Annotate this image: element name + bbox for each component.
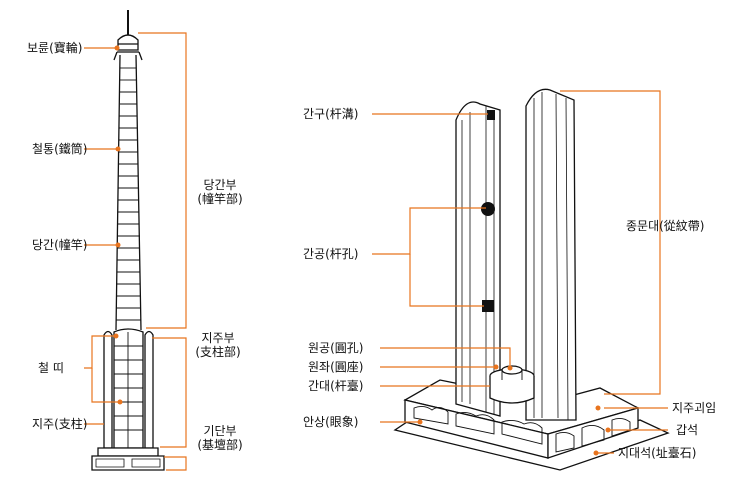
label-gangong: 간공(杆孔) — [303, 247, 359, 261]
right-leader-lines — [372, 90, 668, 454]
label-jijugoeim: 지주괴임 — [672, 401, 717, 415]
label-gandae: 간대(杆臺) — [308, 379, 364, 393]
label-boryun: 보륜(寶輪) — [27, 41, 83, 55]
label-danggan: 당간(幢竿) — [32, 238, 88, 252]
right-pillar-holes — [481, 110, 495, 312]
label-cheolti: 철 띠 — [38, 361, 64, 375]
label-jijubu-line1: 지주부 — [201, 331, 235, 345]
label-wongong: 원공(圓孔) — [308, 341, 364, 355]
label-cheoltong: 철통(鐵筒) — [32, 142, 88, 156]
label-dangganbu-line1: 당간부 — [203, 178, 237, 192]
label-jijubu: 지주부 (支柱部) — [188, 331, 248, 359]
label-jidaeseok: 지대석(址臺石) — [618, 446, 697, 460]
label-dangganbu-line2: (幢竿部) — [197, 192, 243, 206]
label-gangu: 간구(杆溝) — [303, 107, 359, 121]
label-jijubu-line2: (支柱部) — [195, 345, 241, 359]
label-ansang: 안상(眼象) — [303, 415, 359, 429]
right-leader-dots — [417, 364, 611, 456]
label-wonjwa: 원좌(圓座) — [308, 360, 364, 374]
label-jongmundae: 종문대(從紋帶) — [626, 219, 705, 233]
right-pillar-illustration — [393, 88, 670, 471]
label-gidanbu-line1: 기단부 — [203, 424, 237, 438]
label-gidanbu: 기단부 (基壇部) — [190, 424, 250, 452]
label-gidanbu-line2: (基壇部) — [197, 438, 243, 452]
left-leader-dots — [113, 45, 123, 405]
label-gapseok: 갑석 — [676, 423, 699, 437]
left-leader-lines — [84, 32, 187, 471]
label-jiju: 지주(支柱) — [32, 417, 88, 431]
left-flagpole-illustration — [91, 10, 165, 471]
label-dangganbu: 당간부 (幢竿部) — [192, 178, 248, 206]
